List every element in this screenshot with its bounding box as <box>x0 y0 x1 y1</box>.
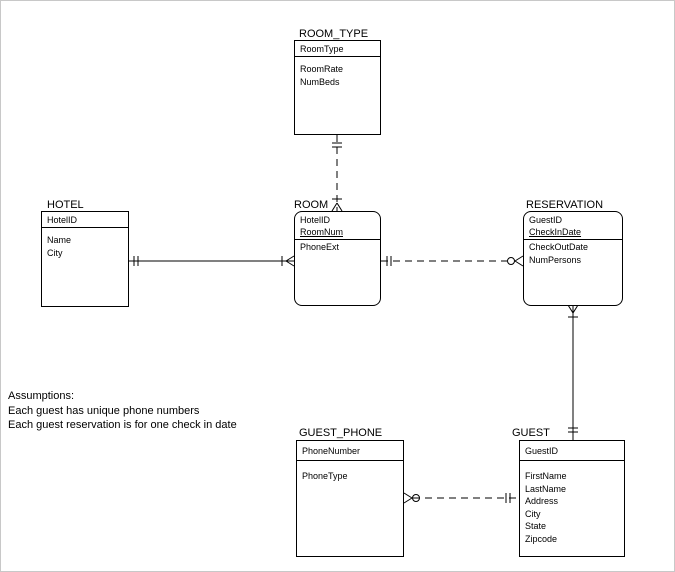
room-type-entity[interactable]: RoomType RoomRate NumBeds <box>294 40 381 135</box>
attr-hotelid: HotelID <box>300 215 331 225</box>
reservation-entity[interactable]: GuestID CheckInDate CheckOutDate NumPers… <box>523 211 623 306</box>
guest-phone-pk: PhoneNumber <box>297 441 403 461</box>
attr-guestid: GuestID <box>525 446 559 456</box>
attr-phoneext: PhoneExt <box>300 242 340 252</box>
room-pk: HotelID RoomNum <box>295 212 380 240</box>
attr-phonenumber: PhoneNumber <box>302 446 361 456</box>
guest-phone-entity[interactable]: PhoneNumber PhoneType <box>296 440 404 557</box>
room-type-attrs: RoomRate NumBeds <box>295 57 380 88</box>
hotel-title: HOTEL <box>47 199 84 211</box>
attr-city: City <box>47 247 63 258</box>
room-type-pk: RoomType <box>295 41 380 57</box>
attr-city: City <box>525 508 541 519</box>
attr-checkoutdate: CheckOutDate <box>529 242 589 252</box>
attr-checkindate: CheckInDate <box>529 227 582 237</box>
rel-roomtype-room <box>331 135 343 212</box>
attr-numbeds: NumBeds <box>300 76 340 87</box>
room-attrs: PhoneExt <box>295 240 380 254</box>
attr-zipcode: Zipcode <box>525 533 558 544</box>
guest-phone-title: GUEST_PHONE <box>299 427 383 439</box>
hotel-entity[interactable]: HotelID Name City <box>41 211 129 307</box>
attr-roomtype: RoomType <box>300 44 344 54</box>
hotel-attrs: Name City <box>42 228 128 259</box>
room-type-title: ROOM_TYPE <box>299 28 369 40</box>
attr-roomrate: RoomRate <box>300 64 344 74</box>
assumptions-note: Assumptions: Each guest has unique phone… <box>8 389 237 433</box>
rel-guest-reservation <box>567 304 579 440</box>
rel-hotel-room <box>129 255 295 267</box>
attr-address: Address <box>525 496 559 506</box>
assumption-1: Each guest has unique phone numbers <box>8 404 200 417</box>
reservation-title: RESERVATION <box>526 199 604 211</box>
assumptions-heading: Assumptions: <box>8 390 75 402</box>
attr-numpersons: NumPersons <box>529 254 582 265</box>
guest-entity[interactable]: GuestID FirstName LastName Address City … <box>519 440 625 557</box>
attr-lastname: LastName <box>525 483 567 494</box>
reservation-pk: GuestID CheckInDate <box>524 212 622 240</box>
assumption-2: Each guest reservation is for one check … <box>8 419 237 431</box>
rel-room-reservation <box>381 255 524 267</box>
attr-firstname: FirstName <box>525 471 567 481</box>
attr-phonetype: PhoneType <box>302 471 348 481</box>
attr-name: Name <box>47 235 72 245</box>
guest-phone-attrs: PhoneType <box>297 461 403 483</box>
attr-guestid: GuestID <box>529 215 563 225</box>
hotel-pk: HotelID <box>42 212 128 228</box>
reservation-attrs: CheckOutDate NumPersons <box>524 240 622 266</box>
attr-state: State <box>525 521 547 531</box>
guest-attrs: FirstName LastName Address City State Zi… <box>520 461 624 545</box>
rel-guest-guestphone <box>403 492 517 504</box>
guest-title: GUEST <box>512 427 550 439</box>
room-entity[interactable]: HotelID RoomNum PhoneExt <box>294 211 381 306</box>
attr-roomnum: RoomNum <box>300 227 344 237</box>
attr-hotelid: HotelID <box>47 215 78 225</box>
guest-pk: GuestID <box>520 441 624 461</box>
room-title: ROOM <box>294 199 329 211</box>
